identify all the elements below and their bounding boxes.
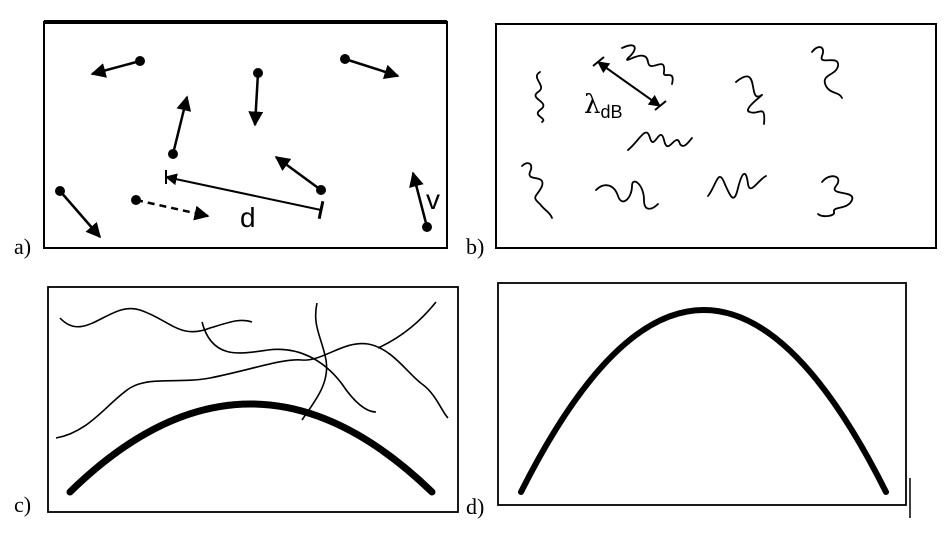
wave bbox=[59, 307, 253, 333]
particle bbox=[90, 56, 145, 78]
particle bbox=[55, 186, 101, 239]
velocity-symbol: v bbox=[426, 184, 440, 215]
panel-c-label: c) bbox=[14, 492, 31, 517]
wavelength-symbol: λdB bbox=[584, 90, 623, 122]
distance-symbol: d bbox=[240, 202, 256, 233]
wavelength-arrow bbox=[597, 61, 661, 107]
condensate-curve bbox=[66, 400, 436, 496]
wave-packet bbox=[521, 162, 553, 219]
particle bbox=[409, 171, 432, 232]
panel-b: λdB b) bbox=[466, 23, 937, 259]
particle bbox=[168, 95, 192, 159]
wave bbox=[201, 321, 377, 413]
particle bbox=[131, 195, 210, 221]
panel-b-frame bbox=[495, 23, 937, 249]
panel-a: d v a) bbox=[14, 20, 448, 259]
wave-packet bbox=[811, 46, 843, 99]
panel-d: d) bbox=[466, 282, 911, 519]
particle bbox=[248, 68, 264, 127]
wave bbox=[301, 302, 328, 421]
wave-packet bbox=[817, 175, 854, 218]
overlapping-waves bbox=[55, 301, 449, 439]
panel-b-label: b) bbox=[466, 234, 484, 259]
wave bbox=[55, 342, 449, 439]
wave-packet bbox=[627, 131, 693, 151]
panel-c: c) bbox=[14, 286, 459, 517]
wave-packet bbox=[735, 75, 766, 125]
panel-a-label: a) bbox=[14, 234, 31, 259]
panel-d-label: d) bbox=[466, 494, 484, 519]
wave bbox=[377, 301, 437, 349]
wave-packet bbox=[534, 71, 545, 123]
particle bbox=[340, 54, 400, 80]
wave-packets bbox=[521, 44, 854, 219]
condensate-curve bbox=[518, 307, 889, 495]
wave-packet bbox=[595, 180, 659, 210]
particle bbox=[274, 155, 326, 195]
wave-packet bbox=[621, 44, 674, 85]
distance-arrow bbox=[164, 173, 325, 220]
panel-c-frame bbox=[47, 286, 459, 513]
wave-packet bbox=[707, 173, 767, 199]
panel-d-frame bbox=[497, 282, 907, 506]
